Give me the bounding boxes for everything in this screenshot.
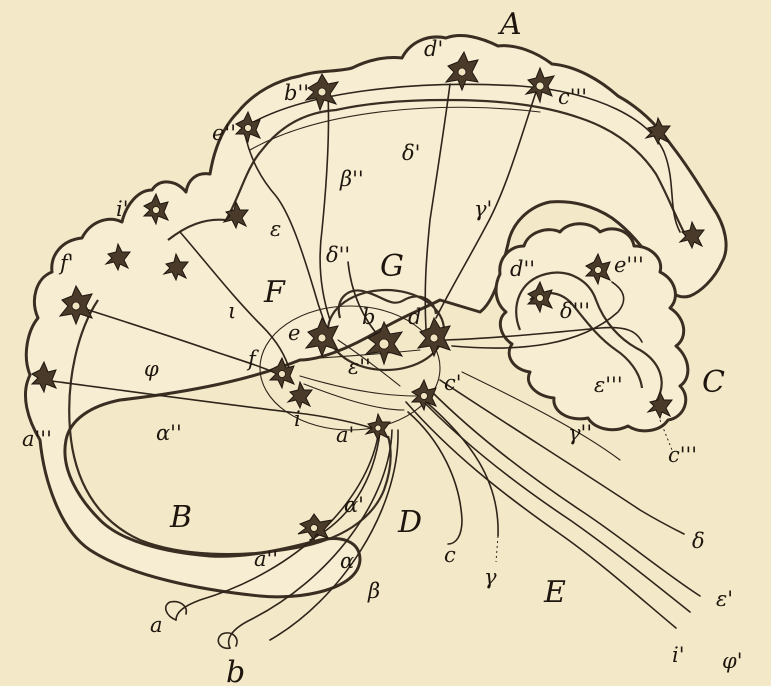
- label-alpha-prime: α': [344, 493, 364, 517]
- label-a-triple: a''': [22, 427, 52, 451]
- label-phi: φ: [144, 357, 159, 381]
- label-phi-prime: φ': [722, 649, 742, 673]
- fiber-center-2: [304, 384, 404, 410]
- label-epsilon: ε: [270, 217, 281, 241]
- label-d-prime: d': [424, 37, 443, 61]
- label-alpha: α: [340, 549, 354, 573]
- outline-group: [25, 36, 726, 597]
- label-region-c: C: [702, 365, 725, 400]
- label-beta: β: [367, 579, 380, 603]
- label-e-triple: e''': [614, 253, 644, 277]
- label-b-double: b'': [284, 81, 309, 105]
- label-delta-triple: δ''': [560, 299, 590, 323]
- label-a-double: a'': [254, 547, 278, 571]
- label-region-g: G: [380, 249, 404, 284]
- label-epsilon-triple: ε''': [594, 373, 623, 397]
- label-end-b: b: [226, 655, 245, 686]
- label-iota: ι: [228, 299, 236, 323]
- label-region-a: A: [497, 7, 522, 42]
- cell-a-double: [298, 514, 332, 540]
- fiber-gamma-dotted: [496, 536, 498, 562]
- label-d-double: d'': [510, 257, 535, 281]
- label-delta: δ: [692, 529, 705, 553]
- label-gamma-prime: γ': [474, 197, 492, 221]
- label-b: b: [362, 305, 375, 329]
- cell-d: [418, 318, 450, 356]
- label-f-prime: f': [58, 251, 74, 275]
- label-delta-prime: δ': [402, 141, 420, 165]
- label-c-triple: c''': [558, 85, 587, 109]
- label-end-a: a: [150, 613, 163, 637]
- label-a-prime: a': [336, 423, 354, 447]
- label-gamma: γ: [484, 565, 497, 589]
- label-d: d: [408, 305, 421, 329]
- label-e: e: [288, 321, 300, 345]
- label-delta-double: δ'': [326, 243, 350, 267]
- label-gamma-double: γ'': [568, 421, 592, 445]
- fiber-center-1: [300, 376, 416, 396]
- label-i-prime: i': [116, 197, 129, 221]
- label-region-d: D: [397, 505, 422, 540]
- cell-c-prime: [412, 380, 436, 410]
- end-bulb-b: [218, 633, 237, 648]
- label-end-c: c: [444, 543, 456, 567]
- label-iota-prime: i': [672, 643, 685, 667]
- fiber-b-end: [270, 430, 398, 640]
- label-c-prime: c': [444, 371, 462, 395]
- label-i: i: [294, 407, 301, 431]
- label-region-b: B: [169, 500, 192, 535]
- label-epsilon-double: ε'': [348, 355, 371, 379]
- label-e-double: e'': [212, 121, 236, 145]
- label-alpha-double: α'': [156, 421, 182, 445]
- label-region-f: F: [263, 275, 286, 310]
- label-region-e: E: [543, 575, 566, 610]
- fiber-e-3: [406, 402, 676, 628]
- label-epsilon-prime: ε': [716, 587, 733, 611]
- label-c-triple-lower: c''': [668, 443, 697, 467]
- label-beta-double: β'': [339, 167, 364, 191]
